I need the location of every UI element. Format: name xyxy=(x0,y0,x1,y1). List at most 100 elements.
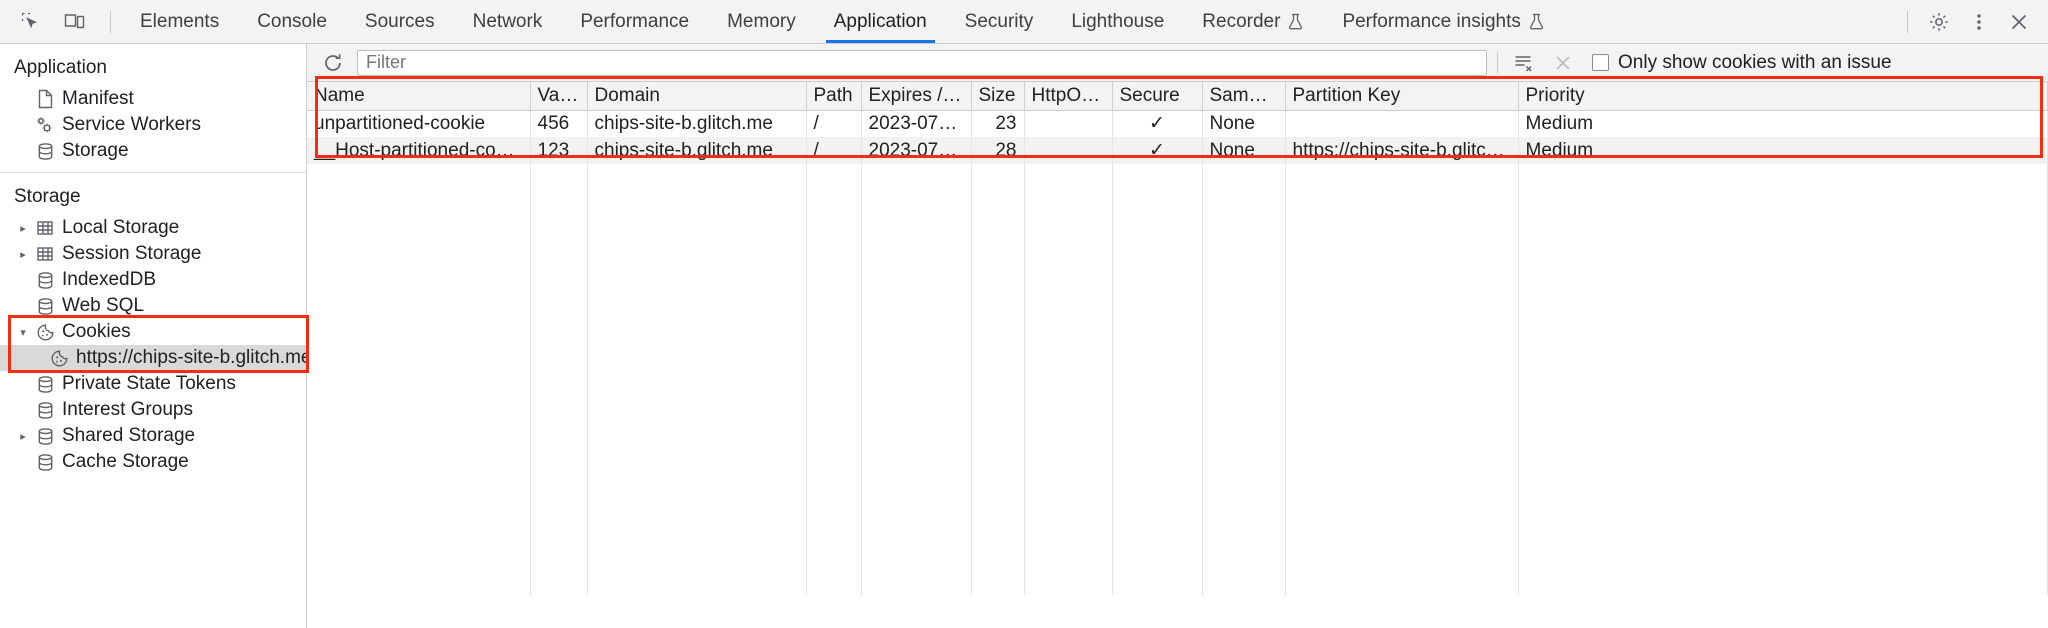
tab-security[interactable]: Security xyxy=(946,0,1053,43)
chevron-right-icon[interactable]: ▸ xyxy=(20,430,26,443)
devtools-tabbar: Elements Console Sources Network Perform… xyxy=(0,0,2048,44)
sidebar-item-label: Web SQL xyxy=(62,295,145,316)
sidebar-item-cookies[interactable]: ▾ Cookies xyxy=(0,319,306,345)
column-header-secure[interactable]: Secure xyxy=(1112,82,1203,111)
sidebar-item-label: Private State Tokens xyxy=(62,373,236,394)
only-issues-checkbox[interactable] xyxy=(1592,54,1609,71)
chevron-right-icon[interactable]: ▸ xyxy=(20,222,26,235)
cell-name: __Host-partitioned-cookie xyxy=(307,137,531,164)
tabbar-left-tools xyxy=(0,0,121,43)
panel-tabs: Elements Console Sources Network Perform… xyxy=(121,0,1897,43)
sidebar-item-interest-groups[interactable]: ▸ Interest Groups xyxy=(0,397,306,423)
table-body: unpartitioned-cookie 456 chips-site-b.gl… xyxy=(307,110,2048,596)
clear-all-cookies-icon[interactable] xyxy=(1508,49,1538,77)
table-row[interactable]: __Host-partitioned-cookie 123 chips-site… xyxy=(307,137,2048,164)
database-icon xyxy=(32,296,58,317)
cell-value: 123 xyxy=(530,137,588,164)
column-header-priority[interactable]: Priority xyxy=(1518,82,2048,111)
column-header-expires[interactable]: Expires / M… xyxy=(861,82,972,111)
filter-input[interactable] xyxy=(357,49,1487,76)
sidebar-item-session-storage[interactable]: ▸ Session Storage xyxy=(0,241,306,267)
device-toolbar-icon[interactable] xyxy=(56,3,94,41)
cell-domain: chips-site-b.glitch.me xyxy=(587,137,807,164)
close-icon[interactable] xyxy=(2000,3,2038,41)
sidebar-item-web-sql[interactable]: ▸ Web SQL xyxy=(0,293,306,319)
cell-samesite: None xyxy=(1202,137,1286,164)
refresh-icon[interactable] xyxy=(319,49,347,77)
cell-partition-key xyxy=(1285,110,1519,137)
tab-label: Lighthouse xyxy=(1071,10,1165,32)
gear-icon[interactable] xyxy=(1920,3,1958,41)
column-header-size[interactable]: Size xyxy=(971,82,1025,111)
cell-value: 456 xyxy=(530,110,588,137)
sidebar-item-storage[interactable]: ▸ Storage xyxy=(0,138,306,164)
table-row[interactable]: unpartitioned-cookie 456 chips-site-b.gl… xyxy=(307,110,2048,137)
tabbar-right-tools xyxy=(1897,0,2048,43)
database-icon xyxy=(32,270,58,291)
database-icon xyxy=(32,374,58,395)
delete-selected-cookie-icon[interactable] xyxy=(1548,49,1578,77)
column-header-name[interactable]: Name xyxy=(307,82,531,111)
column-header-httponly[interactable]: HttpOnly xyxy=(1024,82,1113,111)
tab-network[interactable]: Network xyxy=(454,0,562,43)
cell-size: 23 xyxy=(971,110,1025,137)
column-header-samesite[interactable]: SameSite xyxy=(1202,82,1286,111)
cell-domain: chips-site-b.glitch.me xyxy=(587,110,807,137)
table-empty-row xyxy=(307,218,2048,245)
column-header-path[interactable]: Path xyxy=(806,82,862,111)
tab-console[interactable]: Console xyxy=(238,0,346,43)
tab-label: Memory xyxy=(727,10,796,32)
database-icon xyxy=(32,141,58,162)
document-icon xyxy=(32,88,58,110)
tab-sources[interactable]: Sources xyxy=(346,0,454,43)
cookies-table-wrap: Name Value Domain Path Expires / M… Size… xyxy=(307,82,2048,628)
tabbar-right-divider xyxy=(1907,10,1908,33)
inspect-element-icon[interactable] xyxy=(12,3,50,41)
chevron-down-icon[interactable]: ▾ xyxy=(20,326,26,339)
column-header-partition-key[interactable]: Partition Key xyxy=(1285,82,1519,111)
cookies-panel: Only show cookies with an issue Name Val… xyxy=(307,44,2048,628)
tab-performance[interactable]: Performance xyxy=(561,0,708,43)
tab-memory[interactable]: Memory xyxy=(708,0,815,43)
tab-recorder[interactable]: Recorder xyxy=(1183,0,1323,43)
sidebar-item-local-storage[interactable]: ▸ Local Storage xyxy=(0,215,306,241)
tabbar-divider xyxy=(110,10,111,33)
table-icon xyxy=(32,244,58,264)
cell-partition-key: https://chips-site-b.glitch.me xyxy=(1285,137,1519,164)
chevron-right-icon[interactable]: ▸ xyxy=(20,248,26,261)
application-sidebar: Application ▸ Manifest ▸ xyxy=(0,44,307,628)
tab-lighthouse[interactable]: Lighthouse xyxy=(1052,0,1183,43)
cell-size: 28 xyxy=(971,137,1025,164)
sidebar-item-label: Storage xyxy=(62,140,129,161)
tab-performance-insights[interactable]: Performance insights xyxy=(1323,0,1563,43)
cell-expires: 2023-07-07… xyxy=(861,110,972,137)
only-issues-label: Only show cookies with an issue xyxy=(1618,51,1892,73)
tab-label: Application xyxy=(833,10,927,32)
sidebar-item-service-workers[interactable]: ▸ Service Workers xyxy=(0,112,306,138)
gears-icon xyxy=(32,114,58,136)
tab-label: Sources xyxy=(364,10,435,32)
cell-expires: 2023-07-07… xyxy=(861,137,972,164)
cell-secure: ✓ xyxy=(1112,137,1203,164)
more-vertical-icon[interactable] xyxy=(1960,3,1998,41)
tab-label: Network xyxy=(472,10,543,32)
toolbar-divider xyxy=(1497,51,1498,74)
table-empty-row xyxy=(307,380,2048,407)
database-icon xyxy=(32,400,58,421)
only-issues-checkbox-row[interactable]: Only show cookies with an issue xyxy=(1592,52,1892,74)
sidebar-item-cookie-origin[interactable]: ▸ https://chips-site-b.glitch.me xyxy=(0,345,306,371)
tab-elements[interactable]: Elements xyxy=(121,0,238,43)
sidebar-item-cache-storage[interactable]: ▸ Cache Storage xyxy=(0,449,306,475)
column-header-domain[interactable]: Domain xyxy=(587,82,807,111)
sidebar-item-private-state-tokens[interactable]: ▸ Private State Tokens xyxy=(0,371,306,397)
cell-name: unpartitioned-cookie xyxy=(307,110,531,137)
table-empty-row xyxy=(307,326,2048,353)
sidebar-item-indexeddb[interactable]: ▸ IndexedDB xyxy=(0,267,306,293)
column-header-value[interactable]: Value xyxy=(530,82,588,111)
tab-application[interactable]: Application xyxy=(815,0,946,43)
cell-priority: Medium xyxy=(1518,137,2048,164)
cell-httponly xyxy=(1024,110,1113,137)
sidebar-item-label: Shared Storage xyxy=(62,425,196,446)
sidebar-item-manifest[interactable]: ▸ Manifest xyxy=(0,86,306,112)
sidebar-item-shared-storage[interactable]: ▸ Shared Storage xyxy=(0,423,306,449)
